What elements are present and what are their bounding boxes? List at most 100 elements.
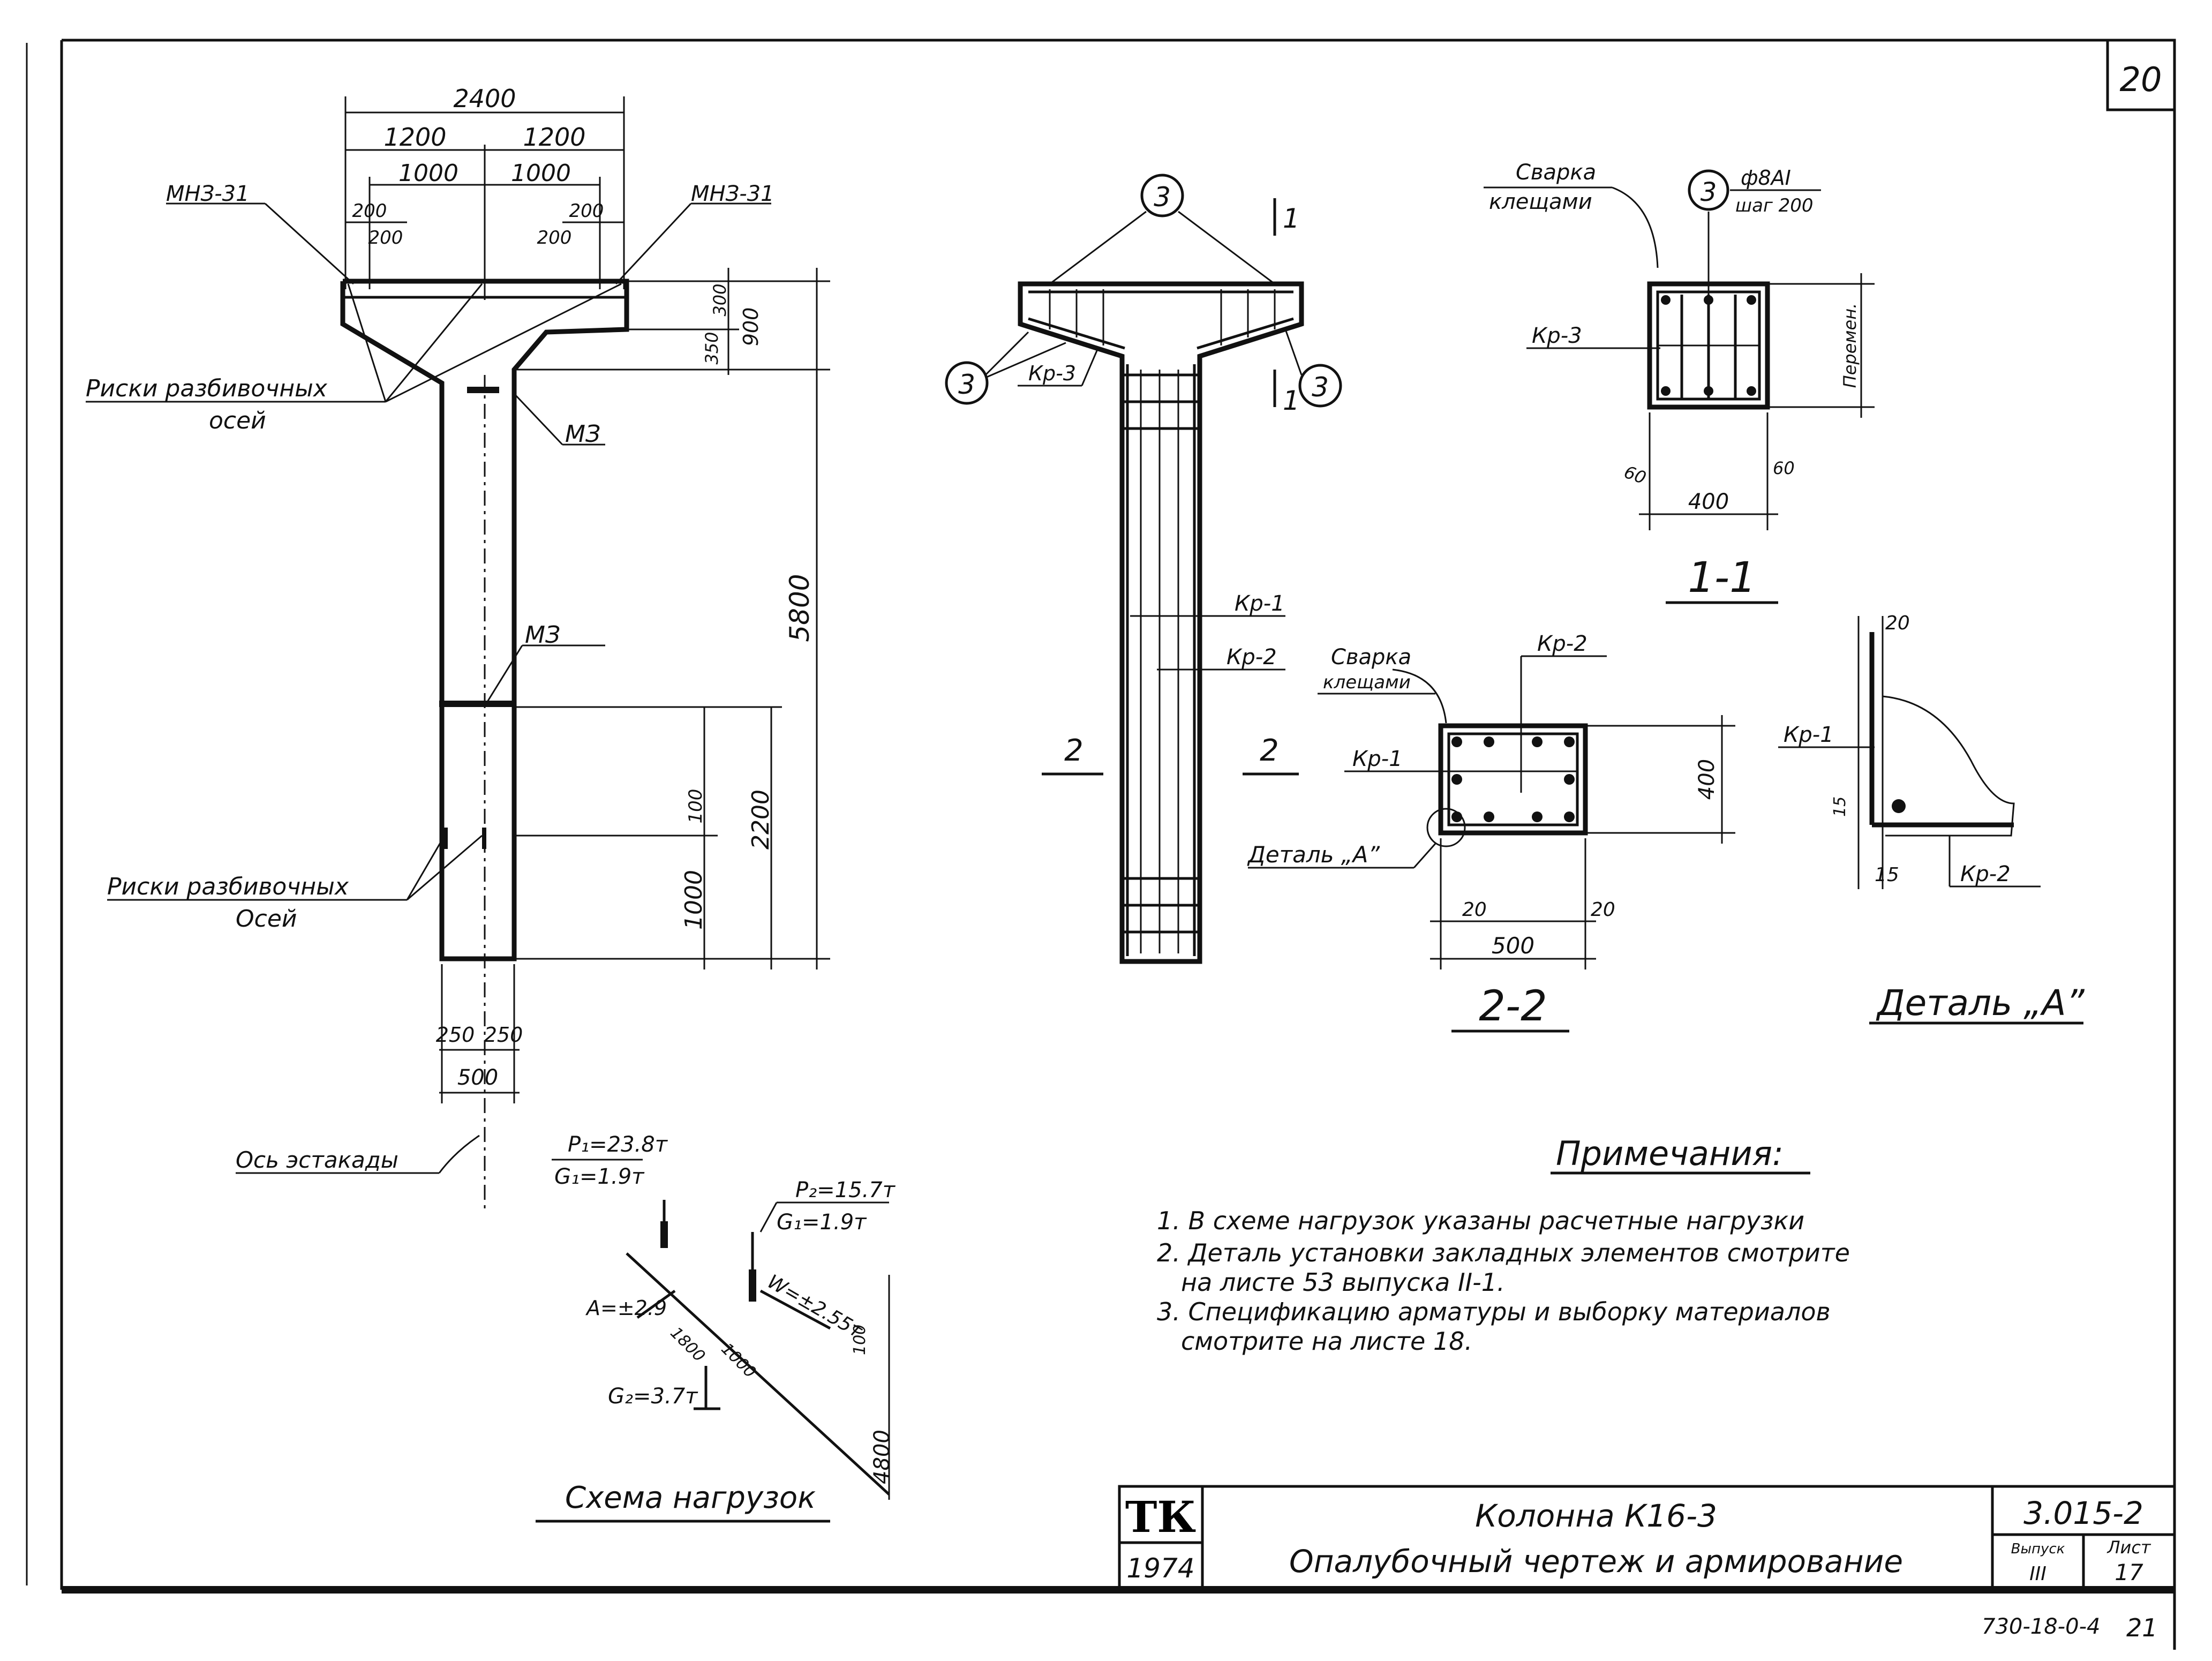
title-subtitle: Опалубочный чертеж и армирование <box>1289 1543 1903 1580</box>
bottom-code: 730-18-0-4 <box>1982 1614 2100 1639</box>
dim-half-right: 1200 <box>523 123 585 152</box>
load-title: Схема нагрузок <box>565 1480 816 1515</box>
s11-60-r: 60 <box>1773 458 1795 478</box>
s22-20-l: 20 <box>1462 899 1487 921</box>
section-1-bottom: 1 <box>1283 385 1300 416</box>
corner-number: 20 <box>2120 60 2162 99</box>
detA-kr2: Кр-2 <box>1960 862 2011 886</box>
dim-200-r: 200 <box>569 200 604 222</box>
s11-mark: 3 <box>1701 177 1717 207</box>
sheet-label: Лист <box>2106 1537 2151 1558</box>
detA-title: Деталь „А” <box>1876 982 2085 1024</box>
load-1800: 1800 <box>666 1324 709 1366</box>
dim-half-left: 1200 <box>383 123 446 152</box>
mark-3-top: 3 <box>1154 182 1171 213</box>
s11-kr3: Кр-3 <box>1532 324 1582 348</box>
dim-300: 300 <box>710 283 730 316</box>
note-line-3: на листе 53 выпуска II-1. <box>1181 1268 1505 1297</box>
label-mnz-left: МНЗ-31 <box>166 182 250 206</box>
section-2-left: 2 <box>1064 733 1084 768</box>
dim-inner-right: 1000 <box>511 160 571 187</box>
logo: ТК <box>1125 1492 1196 1542</box>
year: 1974 <box>1126 1553 1194 1584</box>
dim-1000: 1000 <box>680 870 708 930</box>
load-g1b: G₁=1.9т <box>777 1210 867 1235</box>
detA-20: 20 <box>1885 612 1910 634</box>
s11-bar: ф8АI <box>1741 166 1791 190</box>
detail-a: 20 Кр-1 15 15 Кр-2 Деталь „А” <box>1778 612 2085 1025</box>
load-1000: 1000 <box>717 1340 759 1382</box>
column-elevation: 2400 1200 1200 1000 1000 200 200 200 200… <box>86 84 830 1211</box>
load-p2: P₂=15.7т <box>795 1178 896 1202</box>
s22-weld-2: клещами <box>1323 672 1411 693</box>
load-a: A=±2.9 <box>585 1296 667 1320</box>
s11-weld-1: Сварка <box>1516 160 1596 185</box>
label-risks-bot-1: Риски разбивочных <box>107 873 349 900</box>
label-mz-2: МЗ <box>525 621 560 649</box>
label-mnz-right: МНЗ-31 <box>691 182 774 206</box>
section-2-right: 2 <box>1260 733 1279 768</box>
dim-inner-left: 1000 <box>398 160 458 187</box>
section-1-top: 1 <box>1283 203 1300 234</box>
dim-500: 500 <box>457 1065 498 1090</box>
label-mz-1: МЗ <box>565 420 600 448</box>
label-kr3-mid: Кр-3 <box>1028 362 1076 385</box>
dim-350: 350 <box>702 332 722 364</box>
s11-step: шаг 200 <box>1735 195 1814 216</box>
s22-20-r: 20 <box>1591 899 1615 921</box>
s22-title: 2-2 <box>1479 982 1547 1031</box>
load-g2: G₂=3.7т <box>608 1384 698 1409</box>
load-4800: 4800 <box>870 1430 894 1484</box>
title-name: Колонна К16-3 <box>1475 1498 1717 1534</box>
sheet-frame: 20 <box>26 39 2176 1650</box>
load-100: 100 <box>851 1325 869 1355</box>
detA-15: 15 <box>1831 796 1849 817</box>
series: 3.015-2 <box>2023 1495 2143 1531</box>
notes-title: Примечания: <box>1556 1134 1784 1173</box>
issue-label: Выпуск <box>2011 1541 2065 1557</box>
load-p1: P₁=23.8т <box>568 1132 668 1157</box>
note-line-2: 2. Деталь установки закладных элементов … <box>1157 1238 1850 1267</box>
dim-250-r: 250 <box>484 1023 523 1047</box>
section-1-1: Сварка клещами 3 ф8АI шаг 200 Кр-3 Перем… <box>1484 160 1875 604</box>
note-line-5: смотрите на листе 18. <box>1181 1327 1472 1356</box>
dim-200-ll: 200 <box>368 227 403 249</box>
title-block: ТК 1974 Колонна К16-3 Опалубочный чертеж… <box>1118 1485 2176 1642</box>
label-kr1-mid: Кр-1 <box>1235 591 1285 616</box>
dim-total: 2400 <box>453 84 516 113</box>
s11-60-l: 60 <box>1621 462 1649 488</box>
s11-title: 1-1 <box>1688 554 1756 602</box>
label-risks-top-2: осей <box>209 407 266 434</box>
s11-weld-2: клещами <box>1489 190 1592 214</box>
dim-200-l: 200 <box>352 200 387 222</box>
label-risks-bot-2: Осей <box>236 905 297 933</box>
detA-15b: 15 <box>1875 864 1899 886</box>
dim-250-l: 250 <box>436 1023 475 1047</box>
reinforcement-view: 3 3 Кр-3 3 1 1 Кр-1 Кр-2 2 2 <box>945 174 1342 964</box>
detA-kr1: Кр-1 <box>1784 723 1834 747</box>
s22-kr1: Кр-1 <box>1352 747 1403 771</box>
load-scheme: P₁=23.8т G₁=1.9т P₂=15.7т G₁=1.9т A=±2.9… <box>536 1132 896 1523</box>
mark-3-right: 3 <box>1312 372 1329 403</box>
s22-detail: Деталь „А” <box>1247 841 1380 868</box>
label-risks-top-1: Риски разбивочных <box>86 375 328 402</box>
section-2-2: Сварка клещами Кр-2 Кр-1 Деталь „А” 400 … <box>1247 632 1735 1033</box>
dim-200-rr: 200 <box>537 227 572 249</box>
s11-400: 400 <box>1688 490 1729 514</box>
label-axis: Ось эстакады <box>236 1147 398 1173</box>
dim-900: 900 <box>739 307 763 347</box>
label-kr2-mid: Кр-2 <box>1227 645 1277 670</box>
load-g1a: G₁=1.9т <box>554 1164 645 1189</box>
s22-400: 400 <box>1695 759 1719 800</box>
dim-5800: 5800 <box>784 574 815 642</box>
mark-3-left: 3 <box>958 369 975 400</box>
dim-100: 100 <box>685 789 706 824</box>
s22-weld-1: Сварка <box>1331 645 1411 670</box>
issue: III <box>2029 1563 2047 1585</box>
notes: Примечания: 1. В схеме нагрузок указаны … <box>1157 1134 1850 1356</box>
sheet-number: 17 <box>2115 1559 2143 1585</box>
s22-kr2: Кр-2 <box>1537 632 1587 656</box>
dim-2200: 2200 <box>747 790 774 850</box>
bottom-page: 21 <box>2126 1613 2158 1642</box>
s22-500: 500 <box>1492 933 1534 959</box>
